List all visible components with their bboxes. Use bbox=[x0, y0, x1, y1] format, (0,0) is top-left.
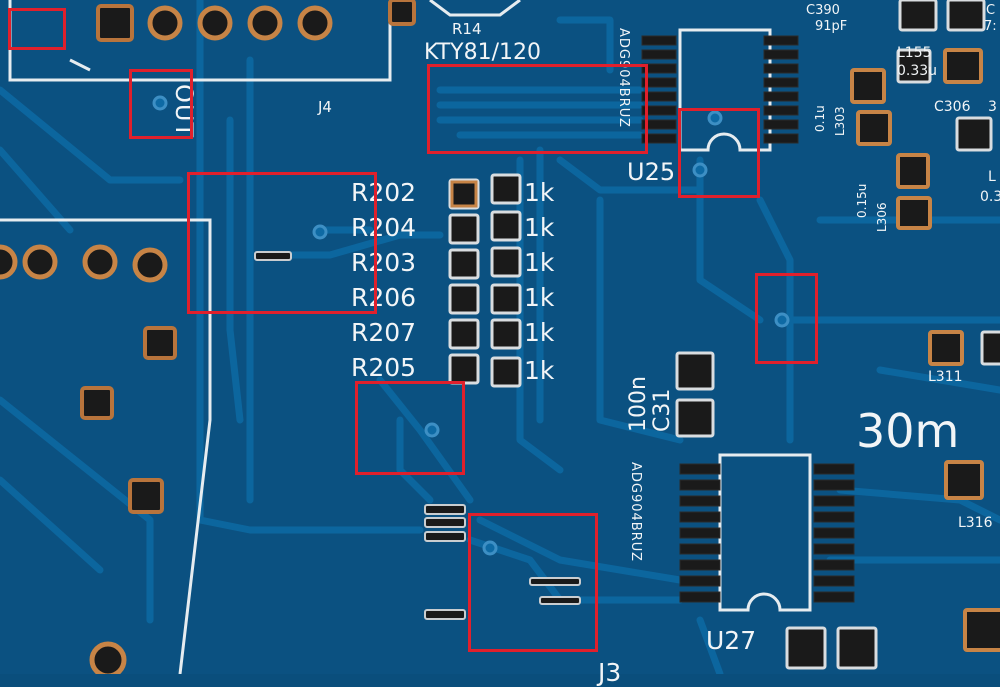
label-c390-value: 91pF bbox=[815, 19, 848, 34]
right-pads bbox=[850, 0, 1000, 652]
label-partial-j3: J3 bbox=[598, 658, 622, 687]
highlight-box bbox=[187, 172, 377, 314]
label-j4: J4 bbox=[318, 98, 332, 116]
connector-pads-top bbox=[96, 0, 416, 42]
label-r207-value: 1k bbox=[524, 318, 555, 347]
label-r206-value: 1k bbox=[524, 283, 555, 312]
highlight-box bbox=[755, 273, 818, 364]
label-l311: L311 bbox=[928, 369, 963, 385]
label-partial-l: L bbox=[988, 169, 996, 185]
label-adg-bottom: ADG904BRUZ bbox=[628, 462, 643, 562]
label-r207: R207 bbox=[351, 318, 417, 347]
u25-pins bbox=[641, 35, 799, 144]
label-u27: U27 bbox=[706, 626, 757, 655]
label-r204: R204 bbox=[351, 213, 417, 242]
label-l303: L303 bbox=[833, 106, 847, 136]
label-partial-0: 0.3 bbox=[980, 189, 1000, 205]
label-l155: L155 bbox=[897, 45, 932, 61]
connector-pads-left bbox=[0, 244, 177, 674]
label-r203: R203 bbox=[351, 248, 417, 277]
label-l306: L306 bbox=[875, 202, 889, 232]
label-u25: U25 bbox=[627, 158, 676, 186]
u27-bottom-pads bbox=[785, 626, 878, 670]
label-r204-value: 1k bbox=[524, 213, 555, 242]
highlight-box bbox=[468, 513, 598, 652]
label-l155-value: 0.33u bbox=[897, 63, 938, 79]
label-partial-c: C bbox=[986, 3, 996, 18]
label-r203-value: 1k bbox=[524, 248, 555, 277]
label-kty: KTY81/120 bbox=[424, 40, 541, 65]
highlight-box bbox=[129, 69, 193, 139]
label-l316: L316 bbox=[958, 515, 993, 531]
highlight-box bbox=[8, 8, 66, 50]
label-r205-value: 1k bbox=[524, 356, 555, 385]
label-partial-7: 7: bbox=[984, 19, 997, 34]
highlight-box bbox=[427, 64, 648, 154]
label-c31: C31 bbox=[650, 388, 675, 432]
label-c306-suffix: 3 bbox=[988, 99, 997, 115]
label-r206: R206 bbox=[351, 283, 417, 312]
u27-pins bbox=[679, 463, 855, 603]
highlight-box bbox=[355, 381, 465, 475]
label-c390: C390 bbox=[806, 3, 840, 18]
highlight-box bbox=[678, 108, 760, 198]
label-r202-value: 1k bbox=[524, 178, 555, 207]
label-c31-value: 100n bbox=[626, 376, 651, 432]
label-r14: R14 bbox=[452, 20, 482, 38]
label-r202: R202 bbox=[351, 178, 417, 207]
c31-pads bbox=[675, 351, 715, 438]
label-c306: C306 bbox=[934, 99, 971, 115]
vias bbox=[152, 95, 790, 556]
label-r205: R205 bbox=[351, 353, 417, 382]
label-l306-value: 0.15u bbox=[855, 183, 869, 218]
label-l303-value: 0.1u bbox=[813, 105, 827, 132]
smd-pads bbox=[254, 251, 581, 620]
label-30m: 30m bbox=[856, 404, 960, 458]
silkscreen-outlines bbox=[0, 0, 812, 674]
